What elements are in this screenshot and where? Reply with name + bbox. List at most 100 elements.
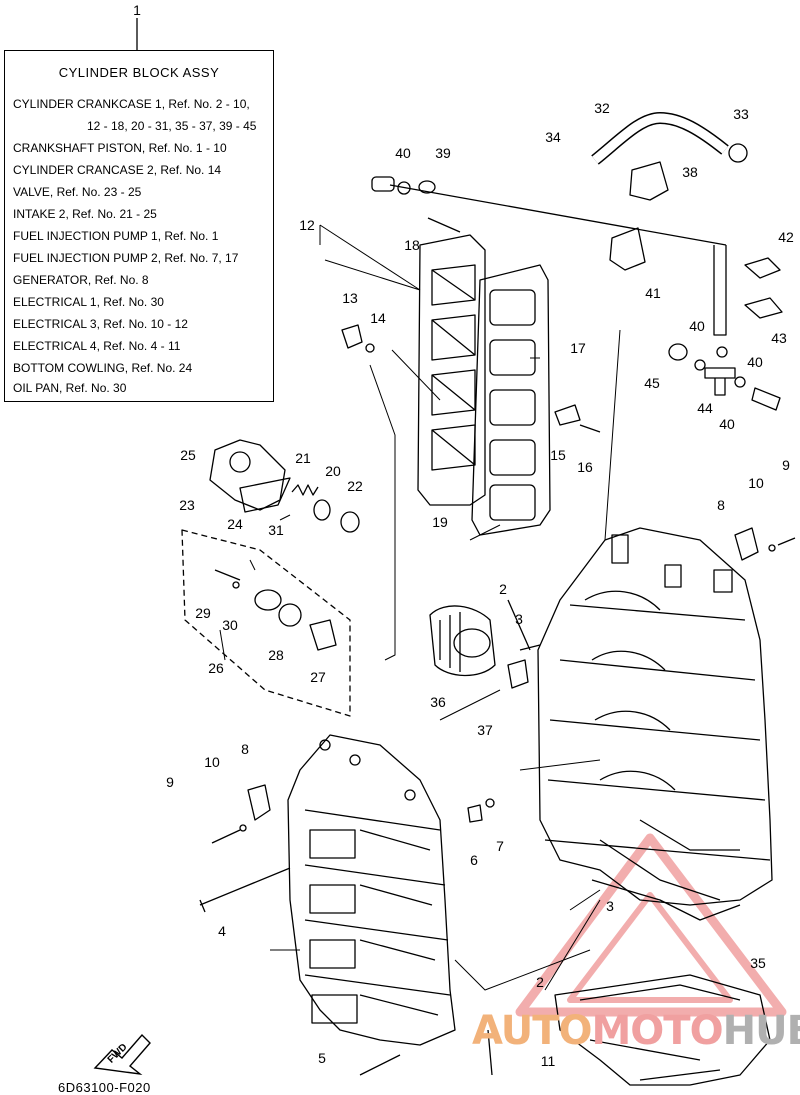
callout-label: 24 bbox=[227, 516, 243, 532]
callout-label: 3 bbox=[606, 898, 614, 914]
watermark-part-b: MOTO bbox=[591, 1008, 724, 1054]
callout-label: 36 bbox=[430, 694, 446, 710]
legend-line: FUEL INJECTION PUMP 2, Ref. No. 7, 17 bbox=[13, 251, 239, 265]
callout-label: 2 bbox=[536, 974, 544, 990]
callout-label: 45 bbox=[644, 375, 660, 391]
callout-label: 3 bbox=[515, 611, 523, 627]
callout-label: 13 bbox=[342, 290, 358, 306]
callout-label: 35 bbox=[750, 955, 766, 971]
cylinder-crankcase-1-part bbox=[537, 527, 773, 921]
bracket-38-part bbox=[629, 161, 669, 201]
bolt-16-part bbox=[579, 424, 601, 433]
watermark-part-a: AUTO bbox=[472, 1008, 592, 1054]
callout-label: 33 bbox=[733, 106, 749, 122]
clip-33-part bbox=[728, 143, 748, 163]
clip-42-part bbox=[744, 257, 781, 279]
plug-13-part bbox=[341, 324, 363, 349]
bracket-23-part bbox=[209, 439, 291, 513]
bolt-18-part bbox=[427, 217, 461, 233]
long-bolt-4-part bbox=[199, 867, 291, 913]
callout-label: 31 bbox=[268, 522, 284, 538]
oil-filter-part bbox=[429, 605, 496, 677]
callout-label: 12 bbox=[299, 217, 315, 233]
callout-label: 34 bbox=[545, 129, 561, 145]
callout-label: 40 bbox=[747, 354, 763, 370]
cylinder-crankcase-2-part bbox=[287, 734, 456, 1046]
callout-label: 27 bbox=[310, 669, 326, 685]
legend-line: CYLINDER CRANKCASE 1, Ref. No. 2 - 10, bbox=[13, 97, 250, 111]
callout-label: 30 bbox=[222, 617, 238, 633]
callout-label: 16 bbox=[577, 459, 593, 475]
legend-line: 12 - 18, 20 - 31, 35 - 37, 39 - 45 bbox=[87, 119, 257, 133]
fwd-arrow-icon bbox=[93, 1033, 151, 1076]
tee-fitting-44-part bbox=[704, 367, 736, 396]
callout-label: 6 bbox=[470, 852, 478, 868]
callout-label: 7 bbox=[496, 838, 504, 854]
diagram-code: 6D63100-F020 bbox=[58, 1080, 151, 1095]
callout-label: 40 bbox=[689, 318, 705, 334]
callout-label: 4 bbox=[218, 923, 226, 939]
watermark-part-c: HUB bbox=[722, 1008, 800, 1054]
pipe-39-part bbox=[371, 176, 395, 192]
callout-label: 10 bbox=[748, 475, 764, 491]
callout-label: 5 bbox=[318, 1050, 326, 1066]
watermark-logo bbox=[515, 833, 787, 1017]
legend-line: VALVE, Ref. No. 23 - 25 bbox=[13, 185, 142, 199]
callout-label: 29 bbox=[195, 605, 211, 621]
bracket-15-part bbox=[554, 404, 581, 426]
callout-label: 20 bbox=[325, 463, 341, 479]
hose-vertical-part bbox=[713, 245, 727, 336]
callout-label: 39 bbox=[435, 145, 451, 161]
callout-label: 44 bbox=[697, 400, 713, 416]
callout-label: 14 bbox=[370, 310, 386, 326]
callout-label: 23 bbox=[179, 497, 195, 513]
legend-line: BOTTOM COWLING, Ref. No. 24 bbox=[13, 361, 193, 375]
callout-top: 1 bbox=[133, 2, 141, 18]
legend-line: INTAKE 2, Ref. No. 21 - 25 bbox=[13, 207, 157, 221]
callout-label: 41 bbox=[645, 285, 661, 301]
cap-45-part bbox=[668, 343, 688, 361]
legend-line: OIL PAN, Ref. No. 30 bbox=[13, 381, 127, 395]
hose-tee-out bbox=[751, 387, 781, 411]
legend-title: CYLINDER BLOCK ASSY bbox=[58, 65, 220, 80]
pin-11-part bbox=[487, 1029, 493, 1076]
legend-line: ELECTRICAL 1, Ref. No. 30 bbox=[13, 295, 164, 309]
callout-label: 40 bbox=[719, 416, 735, 432]
gasket-17-part bbox=[471, 264, 551, 536]
callout-label: 8 bbox=[717, 497, 725, 513]
callout-label: 18 bbox=[404, 237, 420, 253]
sensor-parts bbox=[214, 569, 337, 651]
callout-label: 40 bbox=[395, 145, 411, 161]
exhaust-manifold-part bbox=[417, 234, 486, 506]
legend-line: FUEL INJECTION PUMP 1, Ref. No. 1 bbox=[13, 229, 219, 243]
valve-parts bbox=[291, 484, 360, 533]
legend-line: GENERATOR, Ref. No. 8 bbox=[13, 273, 149, 287]
callout-label: 21 bbox=[295, 450, 311, 466]
legend-line: CYLINDER CRANCASE 2, Ref. No. 14 bbox=[13, 163, 222, 177]
bracket-41-part bbox=[609, 227, 646, 271]
watermark-text: AUTOMOTOHUB bbox=[472, 1008, 800, 1054]
callout-label: 22 bbox=[347, 478, 363, 494]
callout-label: 11 bbox=[540, 1053, 556, 1069]
callout-label: 19 bbox=[432, 514, 448, 530]
callout-label: 38 bbox=[682, 164, 698, 180]
callout-label: 26 bbox=[208, 660, 224, 676]
hose-32-inner bbox=[592, 113, 728, 164]
callout-label: 10 bbox=[204, 754, 220, 770]
callout-label: 37 bbox=[477, 722, 493, 738]
callout-label: 17 bbox=[570, 340, 586, 356]
subassembly-26-outline bbox=[181, 529, 351, 717]
callout-label: 32 bbox=[594, 100, 610, 116]
clip-43-part bbox=[744, 297, 783, 319]
bolt-5-part bbox=[359, 1054, 401, 1076]
callout-label: 15 bbox=[550, 447, 566, 463]
callout-label: 42 bbox=[778, 229, 794, 245]
callout-label: 25 bbox=[180, 447, 196, 463]
callout-label: 9 bbox=[782, 457, 790, 473]
legend-line: ELECTRICAL 3, Ref. No. 10 - 12 bbox=[13, 317, 188, 331]
fitting-37-part bbox=[507, 659, 529, 689]
gasket-35-part bbox=[554, 974, 771, 1086]
legend-line: ELECTRICAL 4, Ref. No. 4 - 11 bbox=[13, 339, 181, 353]
legend-line: CRANKSHAFT PISTON, Ref. No. 1 - 10 bbox=[13, 141, 227, 155]
